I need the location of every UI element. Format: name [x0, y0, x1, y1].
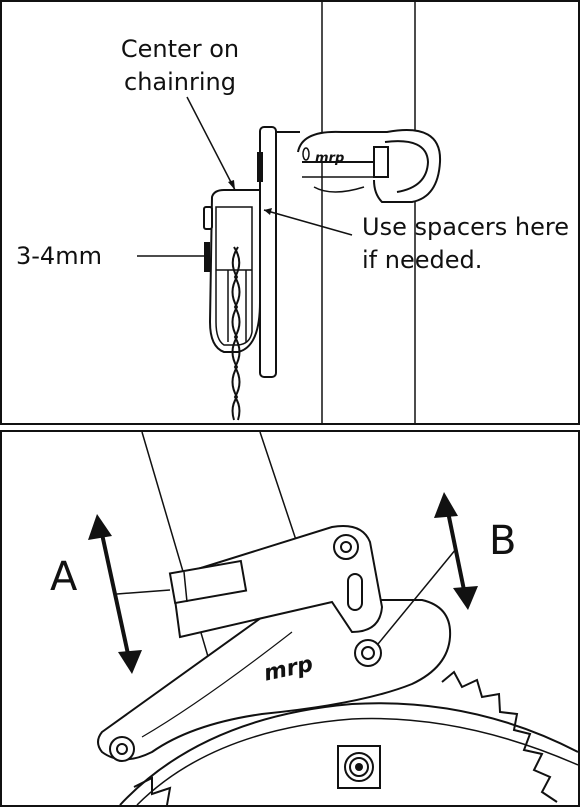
guide-backplate	[257, 126, 300, 378]
double-arrow-a-icon	[88, 514, 142, 674]
chainring-edge	[231, 246, 241, 421]
label-a: A	[50, 554, 78, 600]
leader-line-b	[377, 548, 457, 645]
chainring-bolt-icon	[337, 745, 381, 789]
chain-guide-body	[203, 189, 261, 353]
gap-label: 3-4mm	[16, 242, 102, 270]
front-view-panel: mrp	[0, 430, 580, 807]
seat-tube-left-edge	[141, 432, 215, 678]
tube-clamp	[297, 129, 442, 203]
center-label-line2: chainring	[124, 68, 236, 96]
spacer-arrowhead-icon	[264, 208, 272, 215]
spacer-label-line1: Use spacers here	[362, 213, 569, 241]
spacer-leader-line	[263, 209, 353, 236]
chainring	[119, 670, 578, 805]
adjust-slot	[347, 573, 363, 611]
double-arrow-b-icon	[434, 492, 478, 610]
center-leader-line	[186, 96, 236, 191]
mount-arm	[168, 525, 384, 639]
side-view-panel: mrp Center on chai	[0, 0, 580, 425]
side-view-illustration: mrp Center on chai	[16, 2, 569, 423]
leader-line-a	[116, 589, 171, 595]
front-view-illustration: mrp	[50, 432, 578, 805]
clamp-bolt-icon	[302, 147, 310, 161]
label-b: B	[489, 518, 516, 564]
clamp-brand-mark: mrp	[315, 151, 344, 166]
center-label-line1: Center on	[121, 35, 239, 63]
center-arrowhead-icon	[228, 180, 235, 190]
spacer-label-line2: if needed.	[362, 246, 482, 274]
